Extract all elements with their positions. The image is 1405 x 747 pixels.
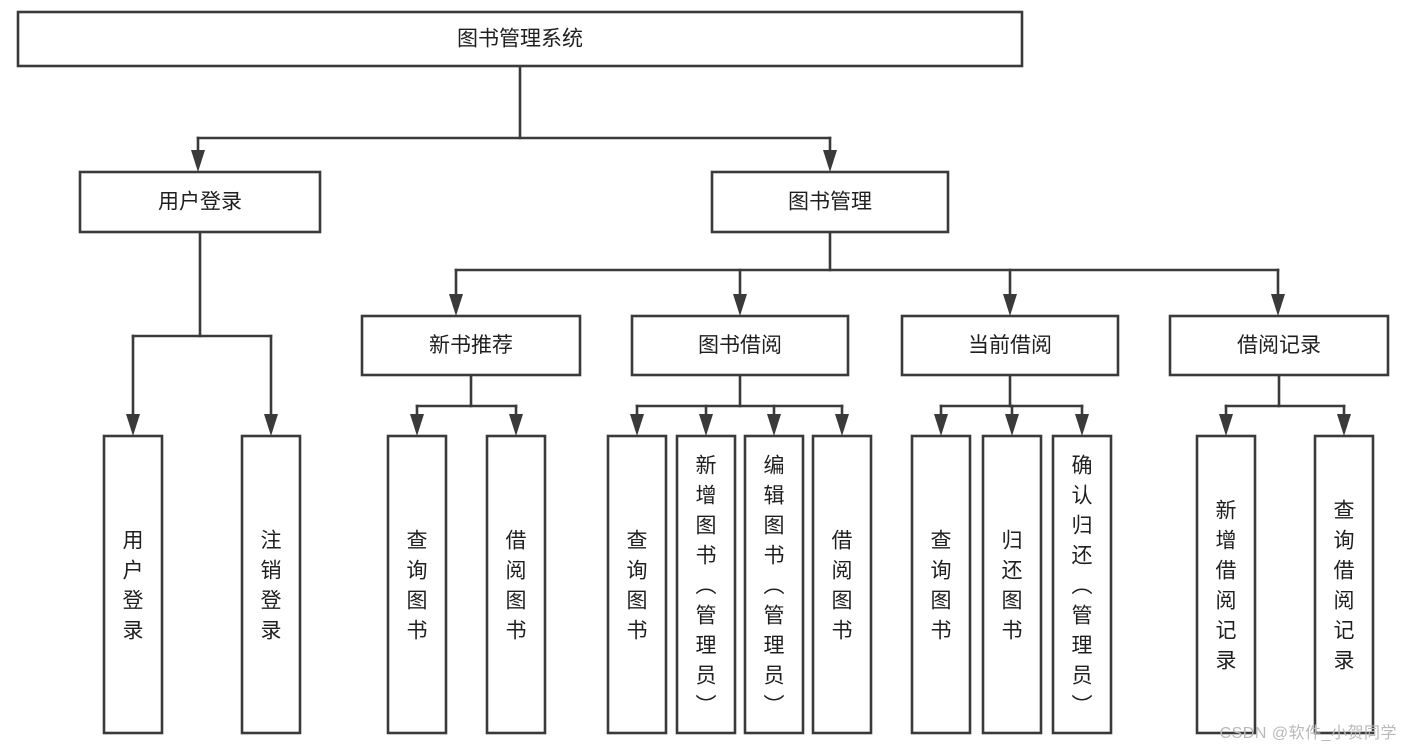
node-label: 查询图书 bbox=[407, 529, 428, 642]
connector-layer bbox=[126, 64, 1351, 436]
node-label: 借阅图书 bbox=[506, 529, 527, 642]
node-leaf-login-1[interactable]: 用户登录 bbox=[102, 434, 164, 735]
connector-records bbox=[1219, 373, 1351, 436]
node-leaf-cur-2[interactable]: 归还图书 bbox=[981, 434, 1043, 735]
node-label: 当前借阅 bbox=[968, 334, 1052, 357]
node-bookmgmt[interactable]: 图书管理 bbox=[710, 170, 950, 234]
node-box bbox=[910, 434, 972, 735]
node-label: 图书管理系统 bbox=[457, 28, 583, 51]
node-leaf-new-1[interactable]: 查询图书 bbox=[386, 434, 448, 735]
node-box bbox=[630, 314, 850, 377]
node-box bbox=[1051, 434, 1113, 735]
node-borrow[interactable]: 图书借阅 bbox=[630, 314, 850, 377]
node-leaf-borrow-4[interactable]: 借阅图书 bbox=[811, 434, 873, 735]
node-label: 图书借阅 bbox=[698, 334, 782, 357]
node-label: 归还图书 bbox=[1002, 529, 1023, 642]
node-label: 用户登录 bbox=[123, 529, 144, 642]
node-label: 新书推荐 bbox=[429, 334, 513, 357]
node-box bbox=[900, 314, 1120, 377]
node-label: 编辑图书︵管理员︶ bbox=[764, 454, 785, 717]
node-leaf-rec-2[interactable]: 查询借阅记录 bbox=[1313, 434, 1375, 735]
node-label: 借阅图书 bbox=[832, 529, 853, 642]
connector-bookmgmt bbox=[449, 230, 1285, 316]
node-box bbox=[78, 170, 322, 234]
node-box bbox=[675, 434, 737, 735]
node-login[interactable]: 用户登录 bbox=[78, 170, 322, 234]
node-box bbox=[606, 434, 668, 735]
node-leaf-login-2[interactable]: 注销登录 bbox=[240, 434, 302, 735]
node-records[interactable]: 借阅记录 bbox=[1168, 314, 1390, 377]
node-box bbox=[743, 434, 805, 735]
node-box bbox=[1313, 434, 1375, 735]
node-box bbox=[102, 434, 164, 735]
node-label: 新增图书︵管理员︶ bbox=[696, 454, 717, 717]
node-label: 用户登录 bbox=[158, 191, 242, 214]
connector-current bbox=[934, 373, 1089, 436]
node-layer: 图书管理系统用户登录图书管理新书推荐图书借阅当前借阅借阅记录用户登录注销登录查询… bbox=[16, 10, 1390, 735]
node-leaf-rec-1[interactable]: 新增借阅记录 bbox=[1195, 434, 1257, 735]
connector-newbook bbox=[410, 373, 523, 436]
node-leaf-borrow-2[interactable]: 新增图书︵管理员︶ bbox=[675, 434, 737, 735]
node-label: 新增借阅记录 bbox=[1216, 499, 1237, 672]
node-box bbox=[386, 434, 448, 735]
node-box bbox=[1168, 314, 1390, 377]
node-box bbox=[360, 314, 582, 377]
node-box bbox=[16, 10, 1024, 68]
node-leaf-cur-3[interactable]: 确认归还︵管理员︶ bbox=[1051, 434, 1113, 735]
connector-root bbox=[191, 64, 837, 172]
node-leaf-borrow-3[interactable]: 编辑图书︵管理员︶ bbox=[743, 434, 805, 735]
node-box bbox=[1195, 434, 1257, 735]
connector-login bbox=[126, 230, 278, 436]
node-root[interactable]: 图书管理系统 bbox=[16, 10, 1024, 68]
node-box bbox=[485, 434, 547, 735]
node-leaf-cur-1[interactable]: 查询图书 bbox=[910, 434, 972, 735]
node-newbook[interactable]: 新书推荐 bbox=[360, 314, 582, 377]
node-label: 借阅记录 bbox=[1237, 334, 1321, 357]
node-label: 查询图书 bbox=[931, 529, 952, 642]
node-leaf-new-2[interactable]: 借阅图书 bbox=[485, 434, 547, 735]
connector-borrow bbox=[630, 373, 849, 436]
node-label: 查询借阅记录 bbox=[1334, 499, 1355, 672]
csdn-watermark: CSDN @软件_小贺同学 bbox=[1219, 725, 1397, 742]
node-box bbox=[981, 434, 1043, 735]
node-label: 确认归还︵管理员︶ bbox=[1072, 454, 1093, 717]
node-label: 注销登录 bbox=[261, 529, 282, 642]
node-box bbox=[710, 170, 950, 234]
node-leaf-borrow-1[interactable]: 查询图书 bbox=[606, 434, 668, 735]
node-box bbox=[811, 434, 873, 735]
node-box bbox=[240, 434, 302, 735]
node-label: 图书管理 bbox=[788, 191, 872, 214]
node-label: 查询图书 bbox=[627, 529, 648, 642]
node-current[interactable]: 当前借阅 bbox=[900, 314, 1120, 377]
